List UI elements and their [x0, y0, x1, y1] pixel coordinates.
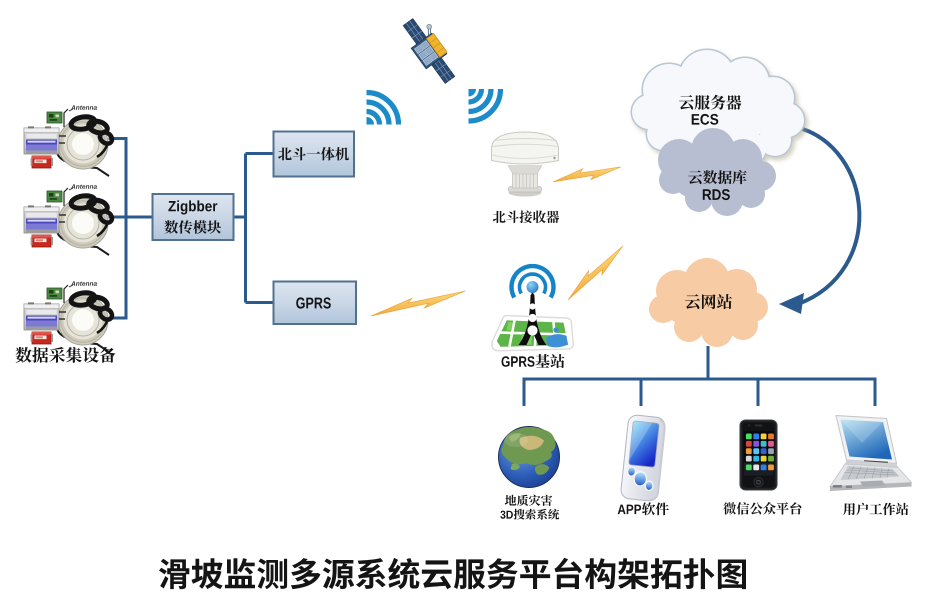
label-zigbee-line2 — [164, 220, 222, 234]
label-app — [617, 502, 669, 516]
cloud-server-ecs — [630, 48, 806, 170]
beidou-receiver-icon — [491, 131, 559, 197]
pcb-icon — [46, 190, 63, 203]
sensor-device-1 — [23, 105, 115, 177]
iphone-icon — [739, 419, 778, 491]
label-beidou-receiver — [492, 210, 560, 224]
label-sensors — [15, 346, 116, 363]
label-cloud-server-line2 — [691, 113, 719, 125]
battery-icon — [30, 234, 53, 248]
coiled-cable-icon — [68, 290, 115, 335]
coiled-cable-icon — [68, 114, 115, 159]
label-cloud-server-line1 — [679, 94, 742, 110]
gprs-tower-icon — [491, 263, 574, 352]
satellite-icon — [402, 18, 456, 84]
antenna-tag-1 — [71, 105, 97, 110]
label-cloud-database-line1 — [688, 170, 747, 185]
label-workstation — [843, 502, 909, 516]
battery-icon — [30, 155, 53, 169]
antenna-icon — [63, 284, 74, 303]
labels-layer — [15, 94, 909, 590]
datalogger-box-icon — [23, 302, 66, 331]
laptop-icon — [829, 414, 913, 491]
flow-arrow-server-to-website — [779, 125, 862, 314]
globe-icon — [498, 426, 560, 488]
sensor-device-3 — [23, 281, 115, 353]
node-zigbee-module-box — [151, 193, 235, 241]
sensor-device-2 — [23, 184, 115, 256]
node-gprs-unit-box — [272, 280, 357, 325]
cloud-website — [649, 258, 768, 347]
connector-lines — [108, 137, 877, 406]
antenna-tag-3 — [71, 281, 97, 286]
antenna-mast — [518, 281, 547, 345]
connector-sensors-bracket — [108, 137, 128, 320]
pcb-icon — [46, 111, 63, 124]
arrowhead — [779, 293, 804, 314]
lightning-bolt-icon-3 — [558, 245, 633, 301]
battery-icon — [30, 331, 53, 345]
datalogger-box-icon — [23, 126, 66, 155]
pcb-icon — [46, 287, 63, 300]
coiled-cable-icon — [68, 193, 115, 238]
label-cloud-website — [685, 294, 732, 310]
label-geo-search-line2 — [500, 508, 560, 520]
label-wechat — [723, 502, 802, 515]
iphone-app-grid — [745, 433, 774, 462]
label-geo-search-line1 — [504, 494, 553, 506]
label-gprs-unit — [296, 297, 331, 309]
satellite-antenna — [426, 23, 432, 36]
label-beidou-unit — [278, 147, 349, 161]
lightning-bolt-icon-1 — [552, 164, 622, 185]
satellite-body — [410, 32, 448, 70]
datalogger-box-icon — [23, 205, 66, 234]
connector-website-distribution — [522, 346, 877, 406]
wifi-signal-uplink-icon — [366, 89, 402, 125]
label-gprs-station — [501, 354, 565, 368]
antenna-tag-2 — [71, 184, 97, 189]
page-title — [159, 557, 746, 590]
lightning-bolt-icon-2 — [369, 290, 468, 317]
label-cloud-database-line2 — [702, 189, 730, 201]
lightning-bolts — [369, 164, 633, 317]
smartphone-icon — [620, 414, 666, 502]
label-zigbee-line1 — [168, 200, 218, 215]
wifi-signal-downlink-icon — [468, 88, 504, 124]
connector-zigbee-branch — [233, 152, 274, 304]
antenna-icon — [63, 108, 74, 127]
antenna-icon — [63, 187, 74, 206]
